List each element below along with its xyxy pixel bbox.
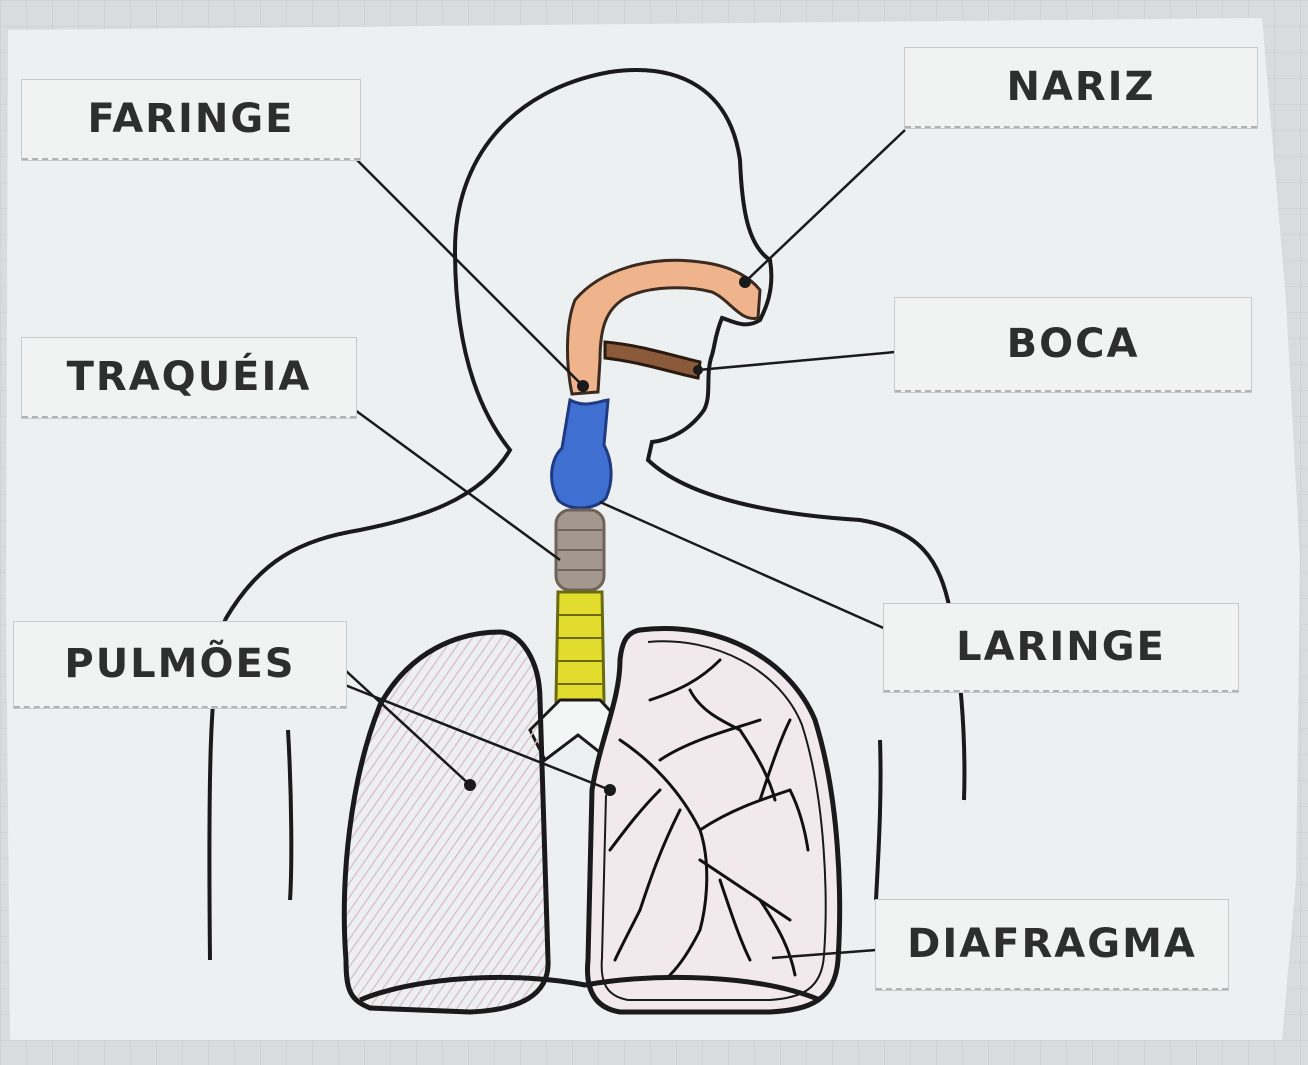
label-boca: BOCA <box>895 298 1251 392</box>
label-nariz: NARIZ <box>905 48 1257 128</box>
label-pulmoes: PULMÕES <box>14 622 346 708</box>
label-diafragma: DIAFRAGMA <box>876 900 1228 990</box>
label-faringe: FARINGE <box>22 80 360 160</box>
label-laringe: LARINGE <box>884 604 1238 692</box>
label-traqueia: TRAQUÉIA <box>22 338 356 418</box>
